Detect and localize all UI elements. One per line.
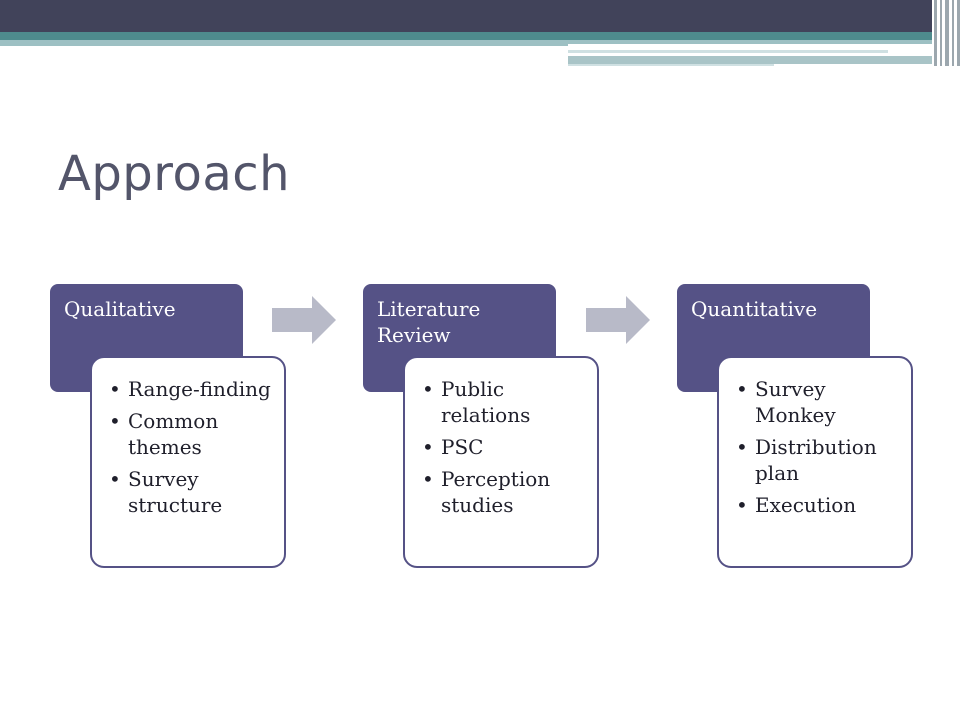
bullet-icon: •	[109, 467, 121, 491]
top-band-teal	[0, 32, 932, 40]
top-band-light	[0, 40, 568, 46]
top-band-accent	[568, 40, 932, 44]
bullet-icon: •	[109, 377, 121, 401]
list-item: •Survey structure	[109, 467, 223, 517]
list-item: •Range-finding	[109, 377, 271, 401]
detail-list: •Range-finding •Common themes •Survey st…	[104, 376, 274, 518]
list-item: •Distribution plan	[736, 435, 877, 485]
right-arrow-icon	[272, 296, 336, 344]
bullet-icon: •	[736, 493, 748, 517]
step-detail-box: •Range-finding •Common themes •Survey st…	[90, 356, 286, 568]
list-item: •Execution	[736, 493, 857, 517]
bullet-icon: •	[422, 435, 434, 459]
detail-list: •Public relations •PSC •Perception studi…	[417, 376, 587, 518]
list-item: •PSC	[422, 435, 484, 459]
corner-stripes	[932, 0, 960, 66]
top-band-accent	[568, 50, 888, 53]
slide-title: Approach	[58, 146, 291, 202]
bullet-icon: •	[736, 377, 748, 401]
right-arrow-icon	[586, 296, 650, 344]
bullet-icon: •	[109, 409, 121, 433]
list-item: •Survey Monkey	[736, 377, 836, 427]
list-item: •Perception studies	[422, 467, 551, 517]
top-band-dark	[0, 0, 932, 32]
top-band-accent	[568, 56, 932, 64]
process-step-qualitative: Qualitative •Range-finding •Common theme…	[50, 284, 286, 568]
detail-list: •Survey Monkey •Distribution plan •Execu…	[731, 376, 901, 518]
bullet-icon: •	[422, 377, 434, 401]
top-band-accent	[568, 64, 774, 66]
process-step-quantitative: Quantitative •Survey Monkey •Distributio…	[677, 284, 913, 568]
bullet-icon: •	[422, 467, 434, 491]
step-detail-box: •Survey Monkey •Distribution plan •Execu…	[717, 356, 913, 568]
step-detail-box: •Public relations •PSC •Perception studi…	[403, 356, 599, 568]
list-item: •Common themes	[109, 409, 219, 459]
bullet-icon: •	[736, 435, 748, 459]
process-step-literature-review: Literature Review •Public relations •PSC…	[363, 284, 599, 568]
list-item: •Public relations	[422, 377, 531, 427]
